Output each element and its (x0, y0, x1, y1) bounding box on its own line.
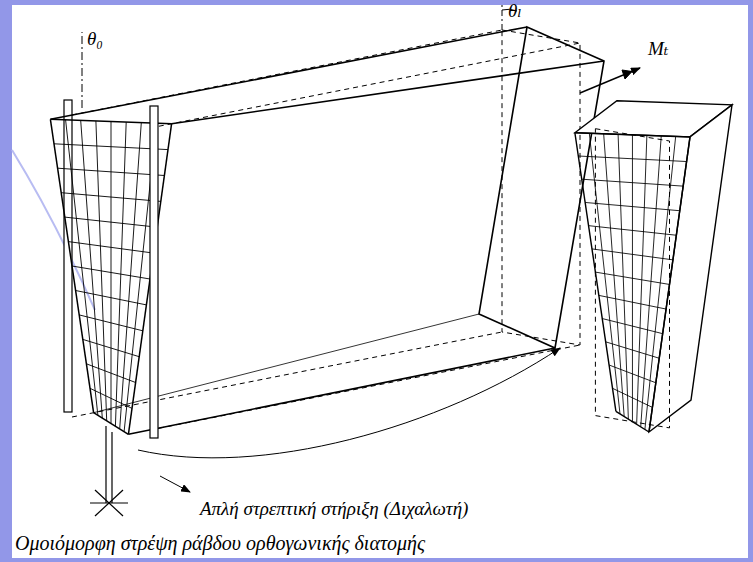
twisted-bar (50, 27, 604, 434)
angle-label: θₗ (508, 0, 522, 22)
warping-mesh-detail (575, 133, 690, 432)
slide-panel (12, 5, 748, 558)
figure-caption: Ομοιόμορφη στρέψη ράβδου ορθογωνικής δια… (15, 532, 425, 555)
torque-label: Mₜ (648, 38, 669, 60)
detail-arrow (138, 348, 560, 458)
support-post (90, 426, 128, 516)
fork-plate (150, 106, 158, 438)
torque-arrow (580, 68, 640, 93)
reference-line (82, 32, 83, 108)
torque-arrow-head (622, 70, 632, 79)
support-label: Απλή στρεπτική στήριξη (Διχαλωτή) (200, 498, 468, 520)
decor-arc (12, 150, 95, 310)
angle-label: θ₀ (87, 28, 103, 50)
reference-line (502, 2, 503, 30)
undeformed-bar (72, 30, 580, 430)
leader-line (160, 476, 190, 492)
